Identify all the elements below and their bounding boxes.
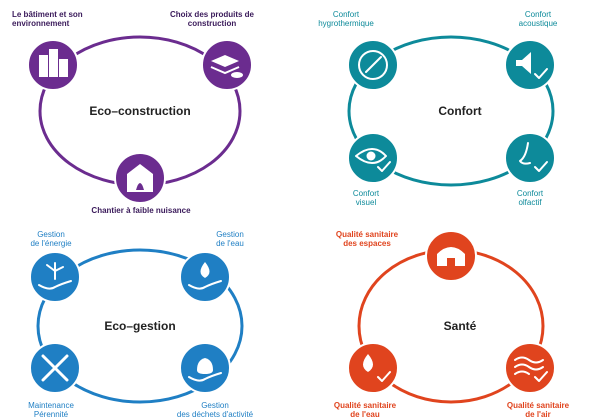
label-chantier: Chantier à faible nuisance: [91, 206, 191, 215]
ring-eco-gestion: [36, 248, 244, 404]
waste-bag-hand-icon: [179, 342, 231, 394]
construction-site-icon: [114, 152, 166, 204]
buildings-icon: [27, 39, 79, 91]
label-qualite-espaces: Qualité sanitaire des espaces: [335, 230, 399, 248]
speaker-check-icon: [504, 39, 556, 91]
tools-icon: [29, 342, 81, 394]
label-qualite-eau: Qualité sanitaire de l'eau: [333, 401, 397, 419]
center-label-eco-gestion: Eco–gestion: [104, 319, 176, 333]
house-icon: [425, 230, 477, 282]
ring-confort: [347, 35, 555, 187]
wind-turbine-hand-icon: [29, 251, 81, 303]
label-gestion-dechets: Gestion des déchets d'activité: [176, 401, 254, 419]
gauge-icon: [347, 39, 399, 91]
eye-check-icon: [347, 132, 399, 184]
center-label-eco-construction: Eco–construction: [89, 104, 191, 118]
center-label-confort: Confort: [438, 104, 482, 118]
label-gestion-energie: Gestion de l'énergie: [30, 230, 72, 248]
label-batiment-environnement: Le bâtiment et son environnement: [12, 10, 83, 28]
water-drop-check-icon: [347, 342, 399, 394]
label-confort-acoustique: Confort acoustique: [518, 10, 558, 28]
label-confort-visuel: Confort visuel: [352, 189, 380, 207]
label-confort-hygrothermique: Confort hygrothermique: [318, 10, 374, 28]
materials-icon: [201, 39, 253, 91]
label-maintenance: Maintenance Pérennité: [28, 401, 74, 419]
nose-check-icon: [504, 132, 556, 184]
air-waves-check-icon: [504, 342, 556, 394]
center-label-sante: Santé: [443, 319, 477, 333]
label-gestion-eau: Gestion de l'eau: [216, 230, 244, 248]
water-drop-hand-icon: [179, 251, 231, 303]
label-qualite-air: Qualité sanitaire de l'air: [506, 401, 570, 419]
label-choix-produits: Choix des produits de construction: [169, 10, 254, 28]
label-confort-olfactif: Confort olfactif: [516, 189, 544, 207]
